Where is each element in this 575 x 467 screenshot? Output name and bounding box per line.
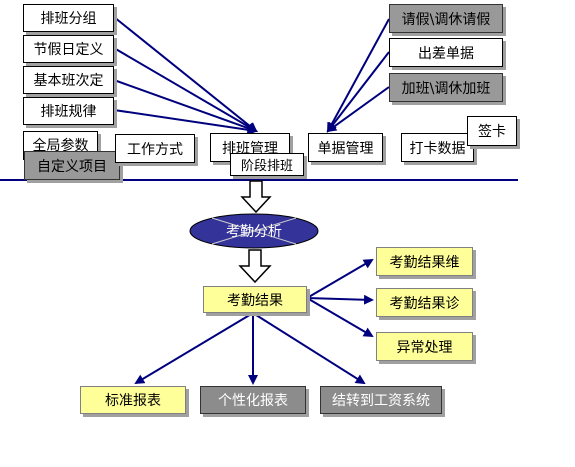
arrow-right-1 (327, 18, 390, 133)
node-punch-data: 打卡数据 (401, 133, 474, 162)
arrow-right-3 (326, 86, 390, 133)
node-schedule-group: 排班分组 (23, 4, 114, 32)
hollow-arrow-2 (238, 249, 272, 284)
node-base-shift: 基本班次定 (23, 66, 114, 94)
arrow-result-bottom-1 (134, 312, 254, 385)
node-business-trip: 出差单据 (389, 38, 503, 67)
arrow-result-right-2 (306, 294, 374, 305)
node-schedule-rule: 排班规律 (23, 97, 114, 125)
node-standard-report: 标准报表 (80, 386, 186, 414)
node-doc-mgmt: 单据管理 (308, 133, 383, 162)
analysis-cross-2 (211, 217, 297, 245)
node-stage-schedule: 阶段排班 (230, 153, 304, 176)
arrow-left-2 (113, 47, 258, 133)
arrow-left-4 (113, 109, 258, 135)
arrow-result-bottom-3 (252, 312, 366, 385)
node-holiday-define: 节假日定义 (23, 35, 114, 63)
arrow-left-3 (113, 79, 258, 134)
node-exception-handle: 异常处理 (376, 332, 473, 361)
arrow-result-right-1 (306, 258, 374, 299)
node-attendance-result: 考勤结果 (203, 286, 307, 313)
node-custom-items: 自定义项目 (24, 151, 120, 180)
analysis-label: 考勤分析 (226, 224, 282, 240)
arrow-right-2 (326, 51, 390, 133)
arrow-left-1 (113, 16, 258, 133)
node-salary-transfer: 结转到工资系统 (320, 386, 442, 414)
node-custom-report: 个性化报表 (200, 386, 306, 414)
node-leave-request: 请假\调休请假 (389, 4, 503, 33)
hollow-arrow-1 (240, 180, 272, 214)
node-sign-card: 签卡 (467, 116, 517, 146)
arrow-result-right-3 (306, 297, 374, 338)
node-work-mode: 工作方式 (115, 134, 195, 163)
node-overtime: 加班\调休加班 (389, 73, 503, 102)
node-result-maintain: 考勤结果维 (376, 247, 473, 276)
node-result-diagnose: 考勤结果诊 (376, 288, 473, 317)
